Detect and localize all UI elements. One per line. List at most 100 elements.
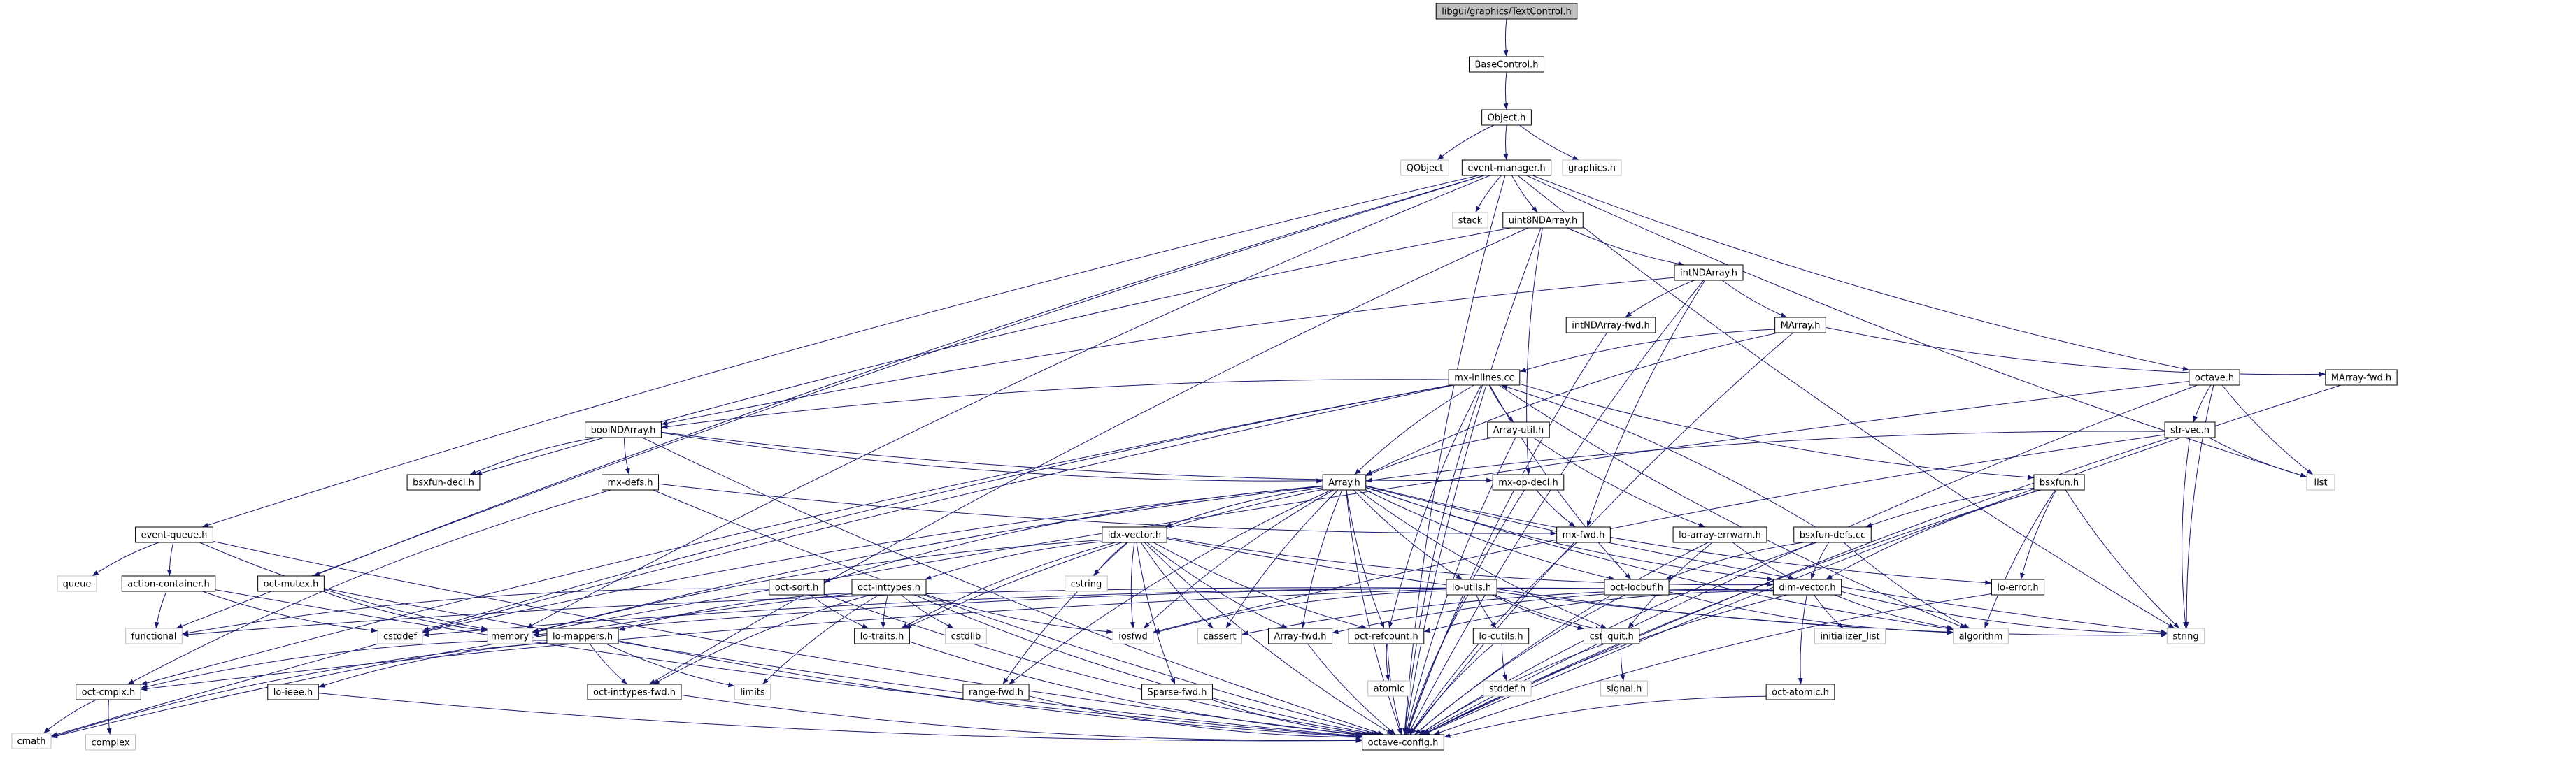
graph-node-bsxfun-decl[interactable]: bsxfun-decl.h	[406, 474, 481, 491]
edge-boolndarray-to-mx-op-decl	[661, 431, 1493, 483]
edge-dim-vector-to-string	[1841, 591, 2168, 636]
node-box	[1562, 159, 1622, 176]
edge-lo-array-errwarn-to-dim-vector	[1732, 542, 1795, 580]
graph-node-marray[interactable]: MArray.h	[1774, 317, 1826, 333]
graph-node-array-util[interactable]: Array-util.h	[1487, 421, 1550, 438]
graph-node-lo-traits[interactable]: lo-traits.h	[854, 628, 910, 644]
graph-node-mx-inlines[interactable]: mx-inlines.cc	[1448, 369, 1521, 386]
node-box	[854, 628, 910, 644]
graph-node-bsxfun[interactable]: bsxfun.h	[2033, 474, 2085, 491]
node-label: bsxfun.h	[2040, 478, 2079, 489]
graph-node-uint8ndarray[interactable]: uint8NDArray.h	[1502, 212, 1584, 229]
graph-node-event-manager[interactable]: event-manager.h	[1461, 159, 1552, 176]
graph-node-octave[interactable]: octave.h	[2189, 369, 2240, 386]
graph-node-mx-op-decl[interactable]: mx-op-decl.h	[1492, 474, 1565, 491]
node-box	[76, 684, 141, 700]
graph-node-mx-fwd[interactable]: mx-fwd.h	[1556, 526, 1611, 543]
graph-node-oct-mutex[interactable]: oct-mutex.h	[257, 575, 325, 592]
node-box	[1674, 264, 1744, 281]
edge-lo-mappers-to-octave-config	[618, 640, 1362, 740]
graph-node-lo-cutils[interactable]: lo-cutils.h	[1472, 628, 1530, 644]
edge-oct-inttypes-to-cstdlib	[900, 594, 954, 629]
edge-array-to-array-fwd	[1301, 489, 1343, 629]
node-label: cmath	[17, 737, 45, 747]
node-box	[1102, 526, 1167, 543]
graph-node-lo-error[interactable]: lo-error.h	[1991, 579, 2045, 596]
graph-node-boolndarray[interactable]: boolNDArray.h	[585, 421, 662, 438]
graph-node-str-vec[interactable]: str-vec.h	[2164, 421, 2216, 438]
node-box	[851, 579, 927, 596]
edge-lo-utils-to-oct-cmplx	[141, 589, 1446, 691]
graph-node-lo-mappers[interactable]: lo-mappers.h	[546, 628, 619, 644]
node-label: boolNDArray.h	[591, 426, 656, 436]
node-box	[1400, 159, 1449, 176]
node-box	[2189, 369, 2240, 386]
edge-lo-utils-to-cstdio	[1492, 594, 1584, 630]
node-box	[1112, 628, 1154, 644]
edge-action-container-to-octave-config	[215, 589, 1362, 740]
graph-node-qobject: QObject	[1400, 159, 1449, 176]
graph-node-event-queue[interactable]: event-queue.h	[135, 526, 213, 543]
graph-node-oct-sort[interactable]: oct-sort.h	[769, 579, 825, 596]
graph-node-lo-array-errwarn[interactable]: lo-array-errwarn.h	[1672, 526, 1767, 543]
graph-node-idx-vector[interactable]: idx-vector.h	[1102, 526, 1167, 543]
graph-node-mx-defs[interactable]: mx-defs.h	[601, 474, 660, 491]
graph-node-oct-locbuf[interactable]: oct-locbuf.h	[1604, 579, 1670, 596]
graph-node-oct-atomic[interactable]: oct-atomic.h	[1765, 684, 1835, 700]
graph-node-action-container[interactable]: action-container.h	[121, 575, 216, 592]
graph-node-sparse-fwd[interactable]: Sparse-fwd.h	[1141, 684, 1213, 700]
graph-node-quit[interactable]: quit.h	[1601, 628, 1640, 644]
node-label: action-container.h	[127, 579, 209, 590]
graph-node-marray-fwd[interactable]: MArray-fwd.h	[2325, 369, 2398, 386]
node-label: lo-error.h	[1997, 583, 2038, 593]
edge-oct-cmplx-to-cmath	[43, 699, 97, 734]
edge-lo-mappers-to-cmath	[50, 642, 547, 738]
node-label: str-vec.h	[2170, 426, 2209, 436]
edge-str-vec-to-list	[2209, 437, 2307, 478]
graph-node-intndarray-fwd[interactable]: intNDArray-fwd.h	[1565, 317, 1656, 333]
graph-node-intndarray[interactable]: intNDArray.h	[1674, 264, 1744, 281]
graph-node-lo-utils[interactable]: lo-utils.h	[1446, 579, 1497, 596]
graph-node-oct-inttypes[interactable]: oct-inttypes.h	[851, 579, 927, 596]
edge-oct-locbuf-to-memory	[532, 587, 1604, 637]
node-box	[1953, 628, 2009, 644]
node-box	[1362, 734, 1444, 751]
graph-node-memory: memory	[487, 628, 533, 644]
graph-node-object[interactable]: Object.h	[1481, 109, 1532, 126]
graph-node-oct-refcount[interactable]: oct-refcount.h	[1348, 628, 1425, 644]
graph-node-dim-vector[interactable]: dim-vector.h	[1772, 579, 1842, 596]
edge-intndarray-to-mx-fwd	[1586, 280, 1706, 528]
edge-idx-vector-to-memory	[532, 540, 1102, 633]
edge-textcontrol-to-basecontrol	[1503, 18, 1509, 57]
graph-node-array-fwd[interactable]: Array-fwd.h	[1267, 628, 1333, 644]
node-box	[257, 575, 325, 592]
edge-event-queue-to-action-container	[166, 542, 174, 577]
graph-node-octave-config[interactable]: octave-config.h	[1362, 734, 1444, 751]
edge-idx-vector-to-dim-vector	[1167, 537, 1774, 587]
edge-dim-vector-to-array-fwd	[1332, 589, 1774, 635]
node-label: list	[2314, 478, 2327, 489]
edge-dim-vector-to-initializer-list	[1814, 594, 1844, 629]
edge-array-util-to-lo-array-errwarn	[1532, 437, 1706, 528]
graph-node-bsxfun-defs[interactable]: bsxfun-defs.cc	[1793, 526, 1872, 543]
edge-event-manager-to-string	[1517, 175, 2175, 629]
graph-node-graphics: graphics.h	[1562, 159, 1622, 176]
node-label: event-manager.h	[1467, 164, 1545, 174]
edge-oct-locbuf-to-octave-config	[1414, 594, 1625, 735]
graph-node-array[interactable]: Array.h	[1322, 474, 1367, 491]
graph-node-textcontrol[interactable]: libgui/graphics/TextControl.h	[1435, 3, 1578, 20]
node-label: mx-op-decl.h	[1498, 478, 1558, 489]
node-box	[85, 734, 136, 751]
node-label: event-queue.h	[141, 531, 208, 541]
node-box	[267, 684, 319, 700]
node-label: intNDArray-fwd.h	[1572, 321, 1650, 331]
graph-node-lo-ieee[interactable]: lo-ieee.h	[267, 684, 319, 700]
edge-object-to-qobject	[1437, 124, 1495, 161]
graph-node-initializer-list: initializer_list	[1814, 628, 1886, 644]
graph-node-basecontrol[interactable]: BaseControl.h	[1468, 56, 1545, 73]
node-box	[1065, 575, 1108, 592]
graph-node-oct-cmplx[interactable]: oct-cmplx.h	[76, 684, 141, 700]
graph-node-range-fwd[interactable]: range-fwd.h	[962, 684, 1030, 700]
graph-node-oct-inttypes-fwd[interactable]: oct-inttypes-fwd.h	[587, 684, 682, 700]
edge-mx-inlines-to-algorithm	[1498, 384, 1967, 629]
